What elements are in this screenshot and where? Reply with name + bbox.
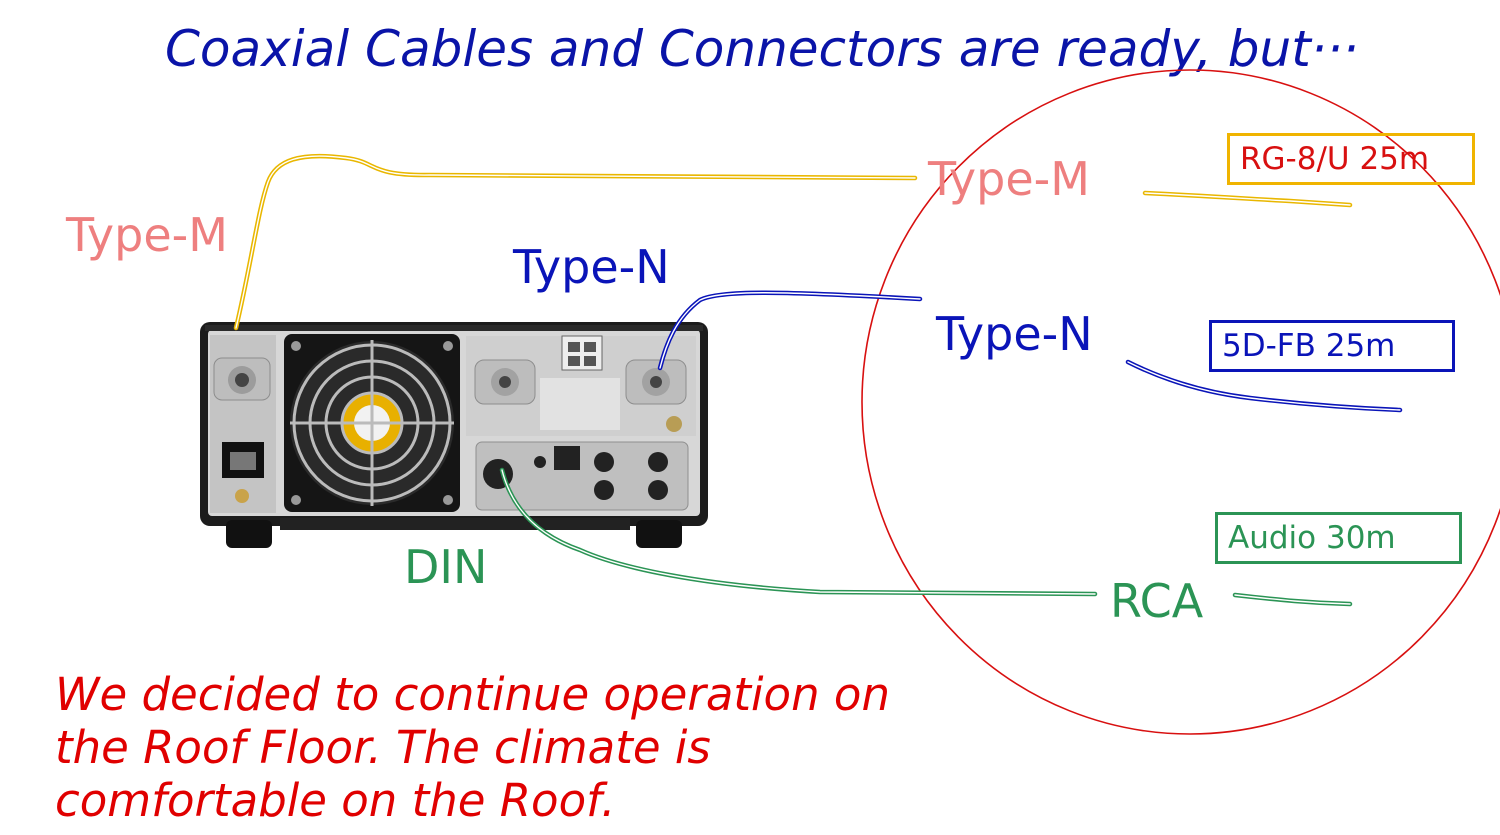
cooling-fan-icon (284, 334, 460, 512)
label-type-n-right: Type-N (936, 307, 1093, 361)
page-title: Coaxial Cables and Connectors are ready,… (165, 20, 1359, 78)
roof-note: We decided to continue operation on the … (55, 668, 890, 827)
label-type-m-left: Type-M (66, 208, 228, 262)
cable-box-audio: Audio 30m (1215, 512, 1462, 564)
roof-circle (861, 69, 1500, 735)
label-type-m-right: Type-M (928, 152, 1090, 206)
cable-box-rg8: RG-8/U 25m (1227, 133, 1475, 185)
label-din: DIN (404, 540, 488, 594)
cable-box-5d-fb: 5D-FB 25m (1209, 320, 1455, 372)
label-rca: RCA (1110, 574, 1204, 628)
transceiver-rear-panel (200, 322, 708, 548)
label-type-n-left: Type-N (513, 240, 670, 294)
